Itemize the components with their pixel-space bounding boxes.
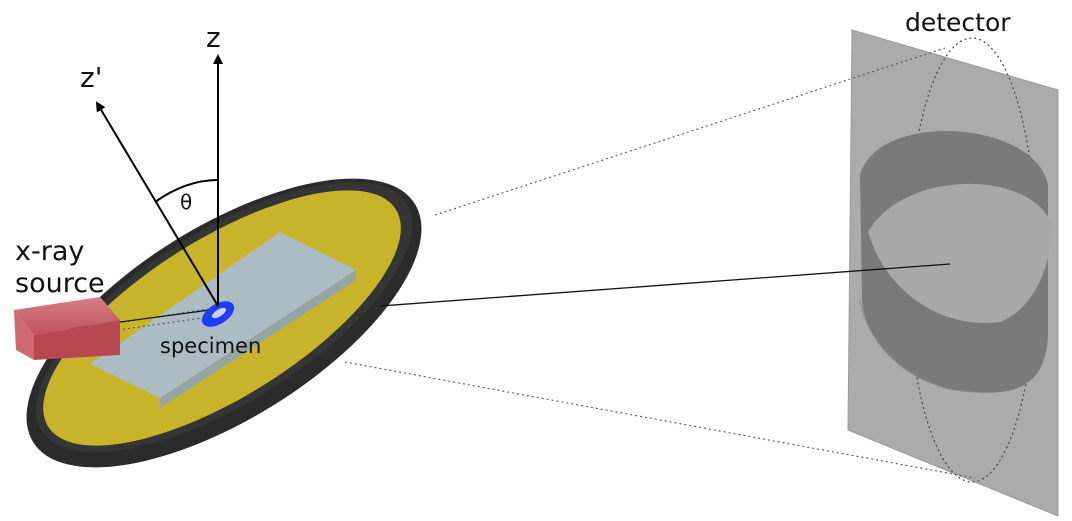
- detector-plate: [847, 29, 1059, 517]
- xray-source-label-line1: x-ray: [15, 236, 85, 267]
- z-prime-axis: [95, 101, 219, 307]
- detector-label: detector: [905, 8, 1011, 37]
- theta-arc: [154, 179, 219, 203]
- xray-source-box: [14, 297, 120, 360]
- theta-label: θ: [180, 190, 193, 214]
- xray-source-label-line2: source: [15, 268, 105, 299]
- direct-beam-line: [379, 263, 951, 307]
- z-prime-axis-label: z': [80, 61, 103, 94]
- specimen-ring: [201, 301, 235, 327]
- specimen-label: specimen: [160, 334, 262, 358]
- inner-spot: [868, 183, 1052, 324]
- z-axis-label: z: [206, 21, 221, 54]
